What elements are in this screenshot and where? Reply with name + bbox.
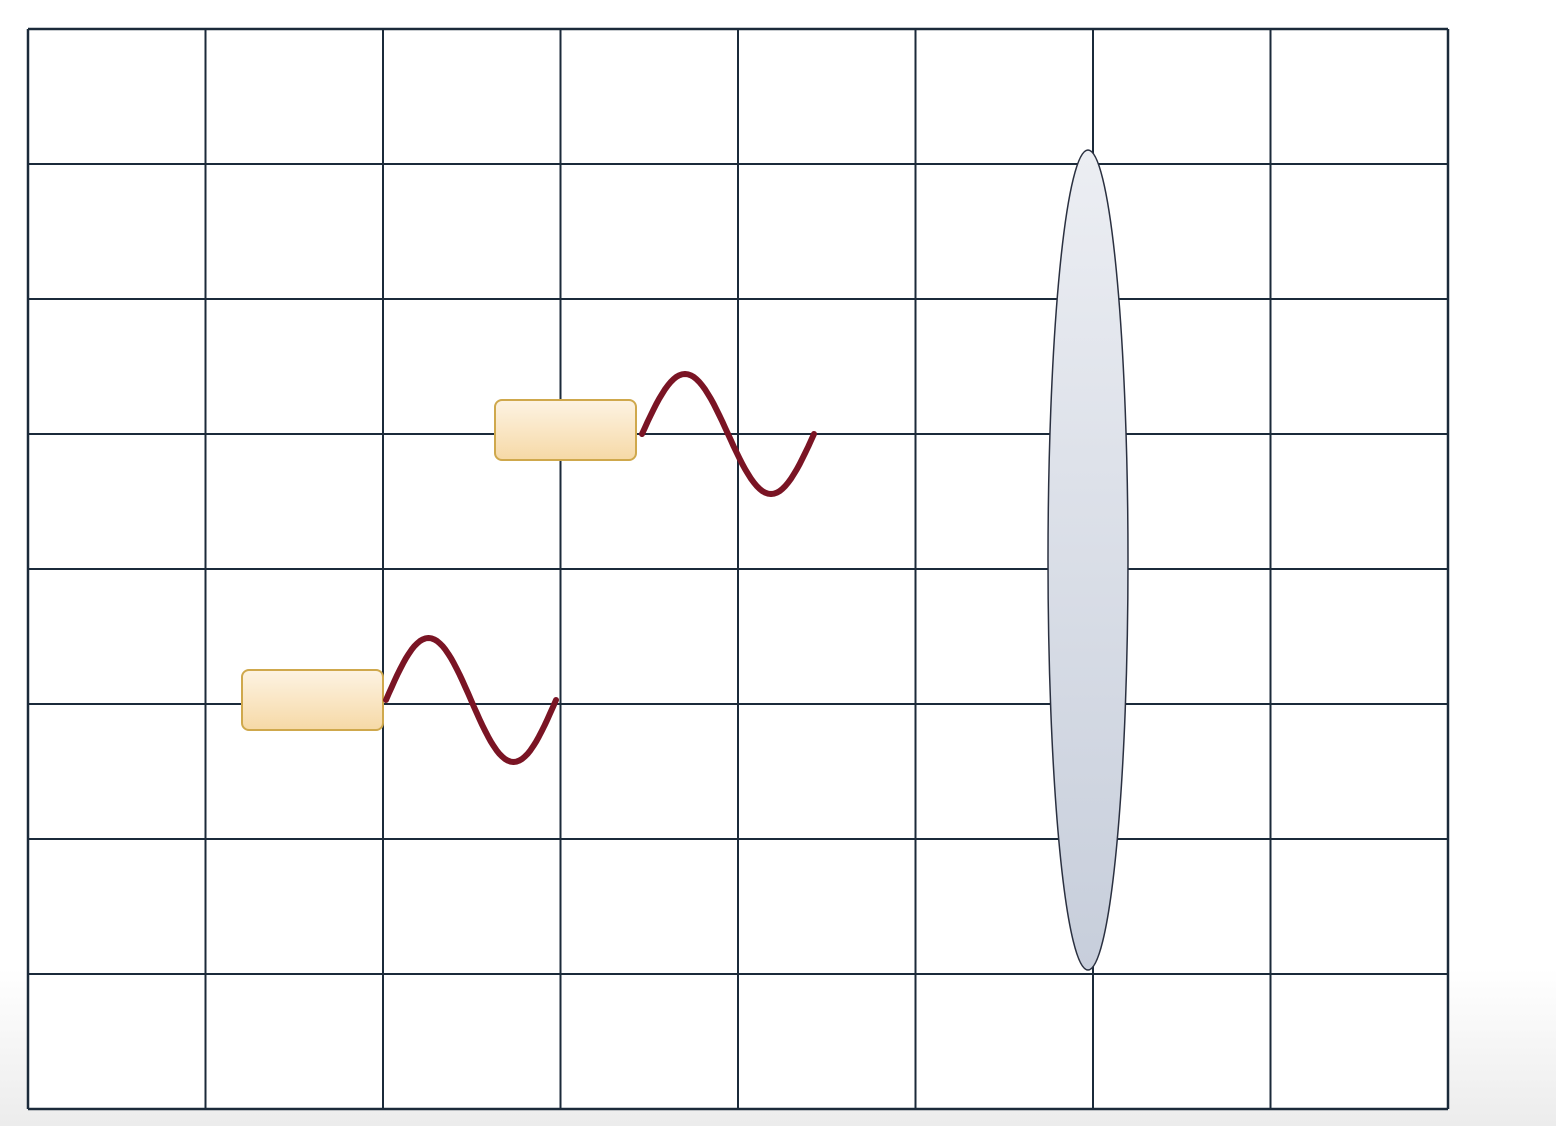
source-lower-wave (383, 635, 559, 765)
source-upper-box (494, 399, 637, 461)
source-upper (494, 371, 817, 497)
lens (1047, 149, 1129, 971)
source-upper-wave (639, 371, 817, 497)
source-lower-box (241, 669, 384, 731)
source-lower (241, 635, 559, 765)
grid-lines (26, 27, 1450, 1111)
